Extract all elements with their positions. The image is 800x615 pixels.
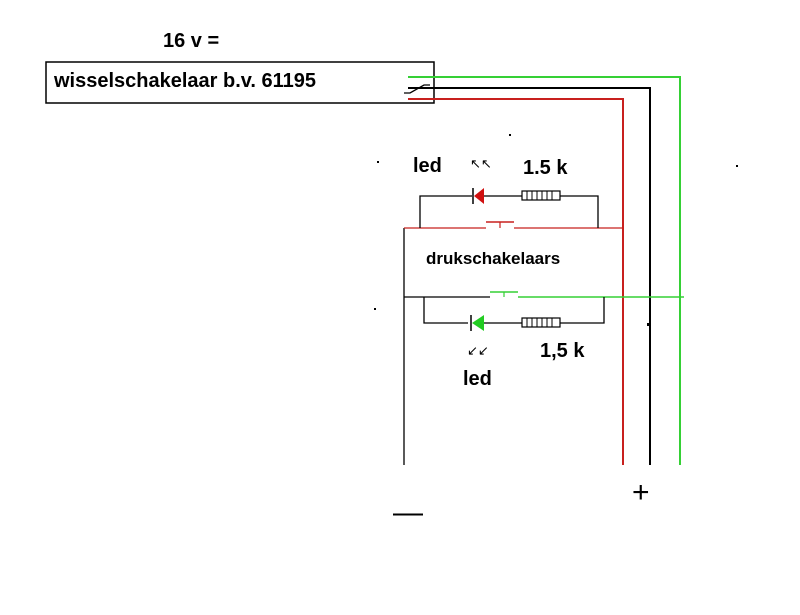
- bottom-resistor-bands: [526, 318, 553, 327]
- bottom-led-branch: [423, 297, 468, 324]
- bottom-led-label: led: [463, 368, 492, 390]
- supply-label: 16 v =: [163, 30, 220, 52]
- black-wire-switch: [408, 87, 651, 465]
- switch-box: [45, 61, 435, 104]
- bottom-resistor-symbol: [521, 317, 561, 328]
- button-label: drukschakelaars: [426, 249, 561, 268]
- red-wire-switch: [408, 98, 624, 465]
- top-led-label: led: [413, 155, 442, 177]
- top-led-branch: [419, 195, 472, 228]
- top-resistor-bands: [526, 191, 553, 200]
- bottom-led-light-icon: ↙↙: [467, 344, 489, 359]
- bottom-resistor-label: 1,5 k: [540, 340, 585, 362]
- top-led-symbol: [474, 188, 484, 204]
- stray-specks: [374, 134, 738, 326]
- top-resistor-symbol: [521, 190, 561, 201]
- top-resistor-label: 1.5 k: [523, 157, 568, 179]
- switch-label: wisselschakelaar b.v. 61195: [54, 70, 317, 92]
- bottom-led-symbol: [472, 315, 484, 331]
- plus-label: +: [632, 476, 650, 509]
- top-led-light-icon: ↖↖: [470, 157, 492, 172]
- bottom-resistor-branch: [560, 297, 605, 324]
- green-wire-switch: [408, 76, 681, 465]
- minus-label: —: [393, 496, 423, 529]
- top-resistor-branch: [560, 195, 599, 228]
